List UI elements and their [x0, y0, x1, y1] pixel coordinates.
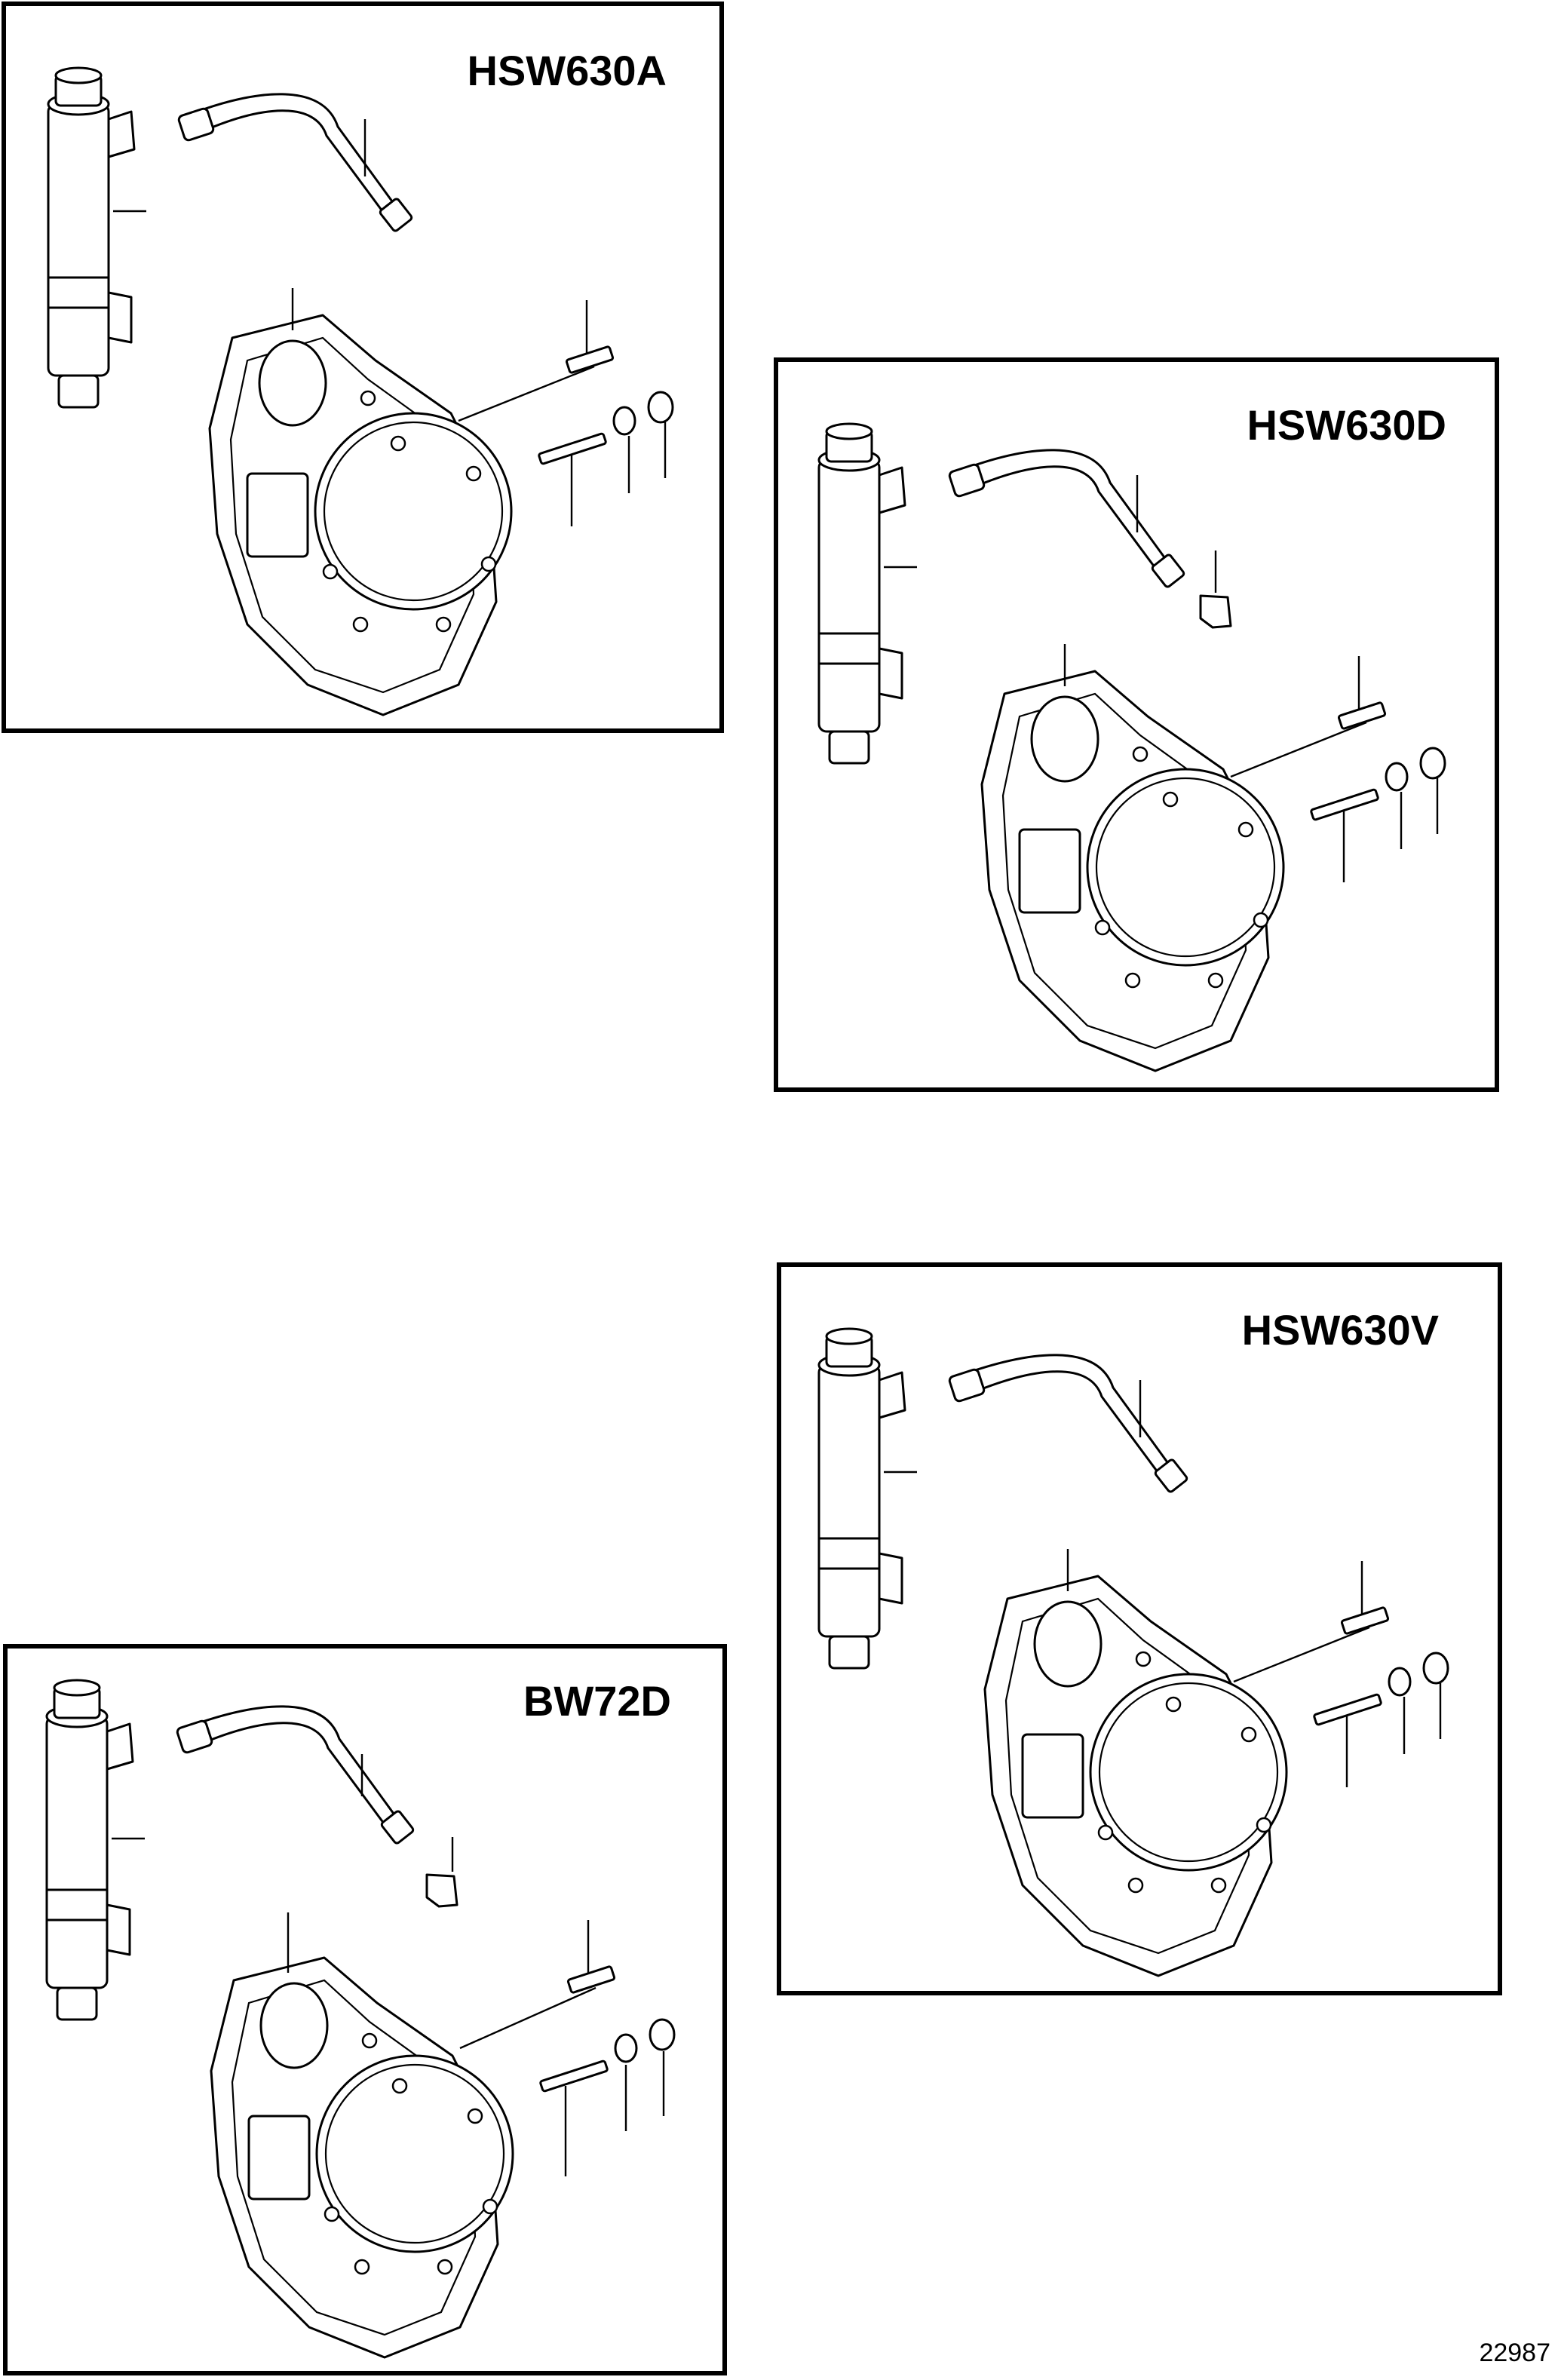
assembly-illustration: [47, 66, 674, 716]
bolt-and-fasteners: [538, 345, 674, 465]
panel-bw72d: BW72D: [3, 1644, 727, 2375]
panel-title: HSW630D: [1247, 401, 1446, 449]
panel-hsw630a: HSW630A: [2, 2, 724, 733]
oil-hose: [948, 1354, 1188, 1493]
leader-lines: [112, 1754, 665, 2176]
figure-number: 22987: [1479, 2339, 1550, 2367]
oil-cooler: [45, 1679, 134, 2021]
flywheel-housing: [210, 1956, 514, 2359]
flywheel-housing: [208, 314, 513, 716]
assembly-illustration: [45, 1679, 676, 2359]
bolt-and-fasteners: [539, 1965, 676, 2093]
oil-cooler: [817, 1327, 906, 1670]
oil-hose: [176, 1705, 458, 1908]
panel-title: HSW630V: [1241, 1306, 1439, 1354]
oil-hose: [948, 449, 1232, 629]
panel-title: HSW630A: [467, 47, 667, 94]
oil-hose: [177, 93, 413, 232]
oil-cooler: [817, 422, 906, 765]
oil-cooler: [47, 66, 136, 409]
assembly-illustration: [817, 422, 1446, 1072]
assembly-illustration: [817, 1327, 1449, 1977]
flywheel-housing: [983, 1575, 1288, 1977]
bolt-and-fasteners: [1313, 1606, 1449, 1726]
leader-lines: [884, 475, 1439, 882]
leader-lines: [884, 1380, 1442, 1787]
panel-hsw630d: HSW630D: [774, 357, 1499, 1092]
bolt-and-fasteners: [1310, 701, 1446, 821]
flywheel-housing: [980, 670, 1285, 1072]
leader-lines: [113, 119, 667, 526]
panel-hsw630v: HSW630V: [777, 1262, 1502, 1995]
panel-title: BW72D: [523, 1677, 671, 1725]
